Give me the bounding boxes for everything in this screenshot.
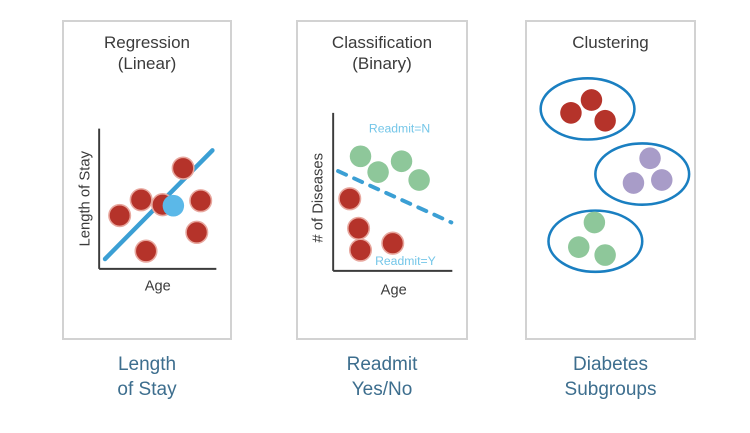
y-axis-label: # of Diseases <box>310 153 326 243</box>
data-point <box>622 172 645 194</box>
scatter-points-green <box>349 145 430 191</box>
classification-plot: Readmit=N Readmit=Y Age # of Diseases <box>310 112 454 299</box>
cluster-ellipse-3 <box>547 209 644 274</box>
cluster-ellipse-1 <box>539 77 636 141</box>
data-point <box>108 203 132 228</box>
cluster-ellipse-2 <box>594 142 691 206</box>
data-point <box>189 189 213 213</box>
title-line-1: Clustering <box>572 33 649 52</box>
cluster-points-green <box>568 211 616 266</box>
cluster-points-red <box>560 89 616 132</box>
title-line-2: (Linear) <box>117 54 177 73</box>
data-point <box>134 239 158 263</box>
data-point <box>171 156 195 180</box>
data-point <box>639 147 661 170</box>
group-label-readmit-n: Readmit=N <box>369 122 430 136</box>
data-point <box>381 231 405 255</box>
title-line-1: Regression <box>104 33 190 52</box>
regression-plot: Age Length of Stay <box>77 128 217 295</box>
x-axis-label: Age <box>145 279 171 295</box>
title-line-2: (Binary) <box>352 54 412 73</box>
scatter-points-red <box>338 187 405 262</box>
y-axis-label: Length of Stay <box>77 150 93 246</box>
data-point <box>594 244 616 266</box>
data-point <box>367 161 389 183</box>
data-point <box>349 145 372 168</box>
clustering-plot <box>539 77 691 274</box>
data-point <box>594 109 616 132</box>
cluster-points-purple <box>622 147 673 194</box>
caption-line-2: Yes/No <box>351 379 413 400</box>
caption-regression: Length of Stay <box>62 352 232 402</box>
caption-line-1: Readmit <box>346 354 418 375</box>
panel-clustering-title: Clustering <box>527 32 694 53</box>
x-axis-label: Age <box>381 282 407 298</box>
panel-classification: Classification (Binary) <box>296 20 468 340</box>
data-point <box>129 188 153 212</box>
panel-classification-title: Classification (Binary) <box>298 32 466 74</box>
data-point <box>185 220 209 244</box>
data-point <box>408 169 430 191</box>
data-point <box>560 101 582 124</box>
data-point <box>338 187 362 211</box>
data-point <box>347 216 371 241</box>
data-point <box>583 211 606 234</box>
data-point <box>580 89 603 111</box>
data-point <box>651 169 673 191</box>
data-point <box>568 236 590 259</box>
caption-classification: Readmit Yes/No <box>296 352 468 402</box>
group-label-readmit-y: Readmit=Y <box>375 254 436 268</box>
caption-line-1: Length <box>117 354 177 375</box>
caption-line-2: Subgroups <box>564 379 657 400</box>
data-point <box>390 150 413 173</box>
panel-clustering: Clustering <box>525 20 696 340</box>
panel-regression: Regression (Linear) Age <box>62 20 232 340</box>
caption-line-1: Diabetes <box>573 354 648 375</box>
caption-line-2: of Stay <box>117 379 177 400</box>
decision-boundary-line <box>336 169 454 225</box>
title-line-1: Classification <box>331 33 433 52</box>
scatter-points-red <box>108 156 213 263</box>
panel-regression-title: Regression (Linear) <box>64 32 230 74</box>
fitted-data-point <box>162 194 185 217</box>
data-point <box>348 238 373 262</box>
caption-clustering: Diabetes Subgroups <box>525 352 696 402</box>
